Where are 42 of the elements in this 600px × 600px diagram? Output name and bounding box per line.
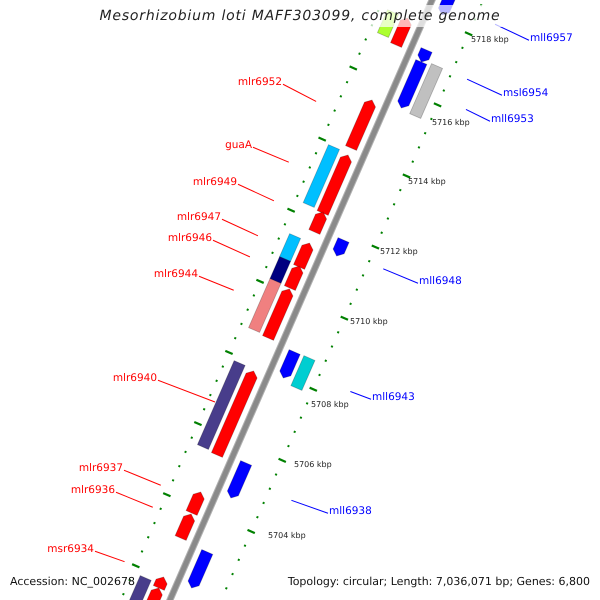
leader-line (466, 78, 502, 96)
leader-line (252, 146, 290, 163)
leader-line (350, 391, 372, 400)
scale-label: 5706 kbp (294, 461, 332, 469)
gene-label: mll6948 (419, 276, 462, 286)
gene-label: mlr6946 (168, 233, 212, 244)
leader-line (238, 184, 274, 202)
scale-label: 5712 kbp (380, 248, 418, 256)
info-text: Topology: circular; Length: 7,036,071 bp; Genes: 6,800 (288, 576, 590, 587)
leader-line (290, 500, 328, 514)
gene-label: mlr6940 (112, 373, 157, 384)
gene-label: guaA (225, 140, 252, 150)
gene-block (196, 360, 246, 450)
scale-label: 5710 kbp (350, 318, 388, 326)
leader-line (116, 492, 154, 508)
leader-line (198, 276, 234, 291)
gene-label: mll6943 (372, 392, 415, 402)
leader-line (222, 218, 258, 236)
leader-line (465, 108, 490, 122)
gene-label: mll6938 (329, 506, 372, 516)
gene-label: msl6954 (503, 88, 548, 98)
gene-label: msr6934 (47, 544, 94, 554)
gene-label: mlr6936 (70, 485, 115, 496)
gene-label: mlr6952 (238, 77, 282, 88)
info-text: Accession: NC_002678 (10, 576, 136, 587)
gene-label: mlr6947 (176, 212, 221, 222)
leader-line (94, 550, 126, 562)
gene-label: mlr6949 (192, 177, 237, 188)
gene-label: mll6957 (530, 33, 573, 44)
scale-label: 5708 kbp (311, 401, 349, 409)
leader-line (212, 240, 250, 258)
leader-line (282, 84, 317, 102)
leader-line (124, 470, 162, 486)
scale-label: 5704 kbp (268, 532, 306, 540)
gene-label: mlr6937 (78, 463, 123, 474)
leader-line (382, 268, 418, 284)
gene-label: mll6953 (491, 114, 534, 124)
leader-line (158, 380, 216, 402)
scale-label: 5716 kbp (432, 119, 470, 127)
scale-label: 5714 kbp (408, 178, 446, 186)
gene-label: mlr6944 (154, 269, 198, 280)
scale-label: 5718 kbp (471, 36, 509, 44)
